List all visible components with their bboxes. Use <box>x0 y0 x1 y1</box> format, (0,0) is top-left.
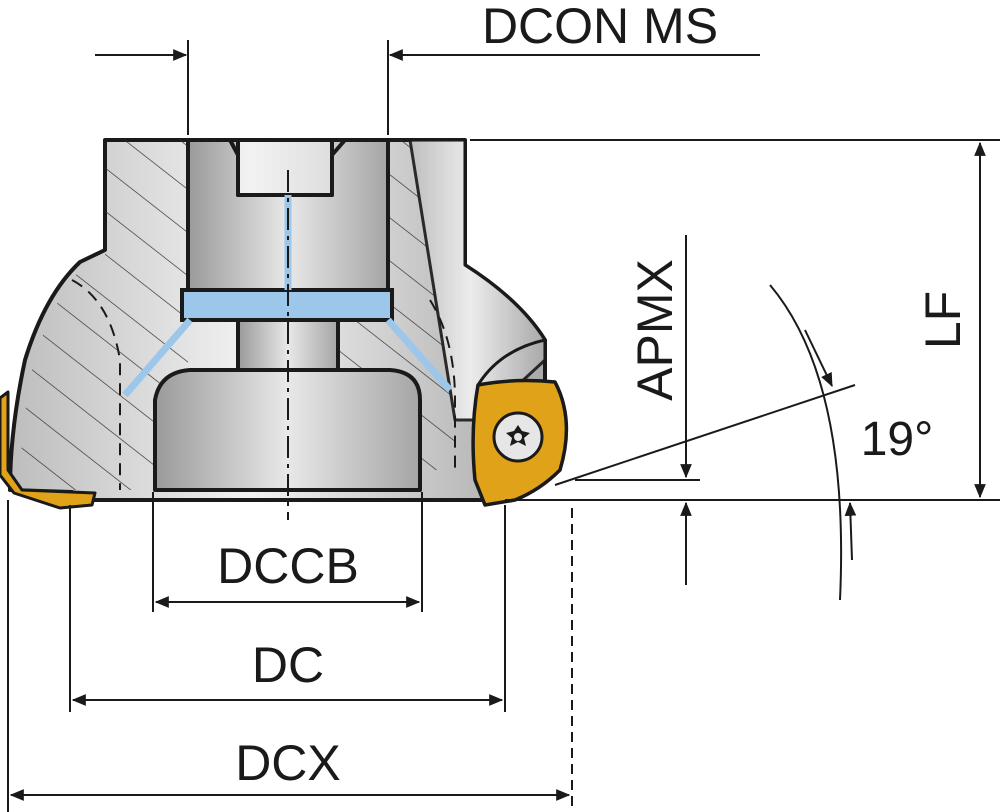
cutter-body <box>0 138 569 520</box>
right-flank <box>408 138 547 422</box>
label-dcon-ms: DCON MS <box>482 0 718 54</box>
dimensions <box>7 40 1000 812</box>
coolant-channel-left <box>122 317 193 398</box>
dimension-labels: DCON MS LF APMX 19° DCCB DC DCX <box>217 0 971 791</box>
label-dccb: DCCB <box>217 538 359 594</box>
angle-line <box>554 384 856 486</box>
label-lf: LF <box>915 291 971 349</box>
label-angle: 19° <box>861 413 934 466</box>
insert-pocket <box>476 338 546 386</box>
label-dcx: DCX <box>235 735 341 791</box>
label-dc: DC <box>252 637 324 693</box>
insert-left <box>0 390 97 510</box>
coolant-channel-right <box>385 317 453 393</box>
torx-screw-icon <box>492 411 544 463</box>
angle-arc <box>769 284 843 601</box>
hidden-line-left <box>71 279 121 490</box>
angle-arrow-bottom <box>844 501 857 561</box>
hidden-line-right <box>429 299 456 470</box>
hatched-section-right <box>340 140 455 470</box>
label-apmx: APMX <box>627 259 683 401</box>
angle-arrow-top <box>804 329 833 388</box>
hatched-section-left <box>20 140 188 490</box>
